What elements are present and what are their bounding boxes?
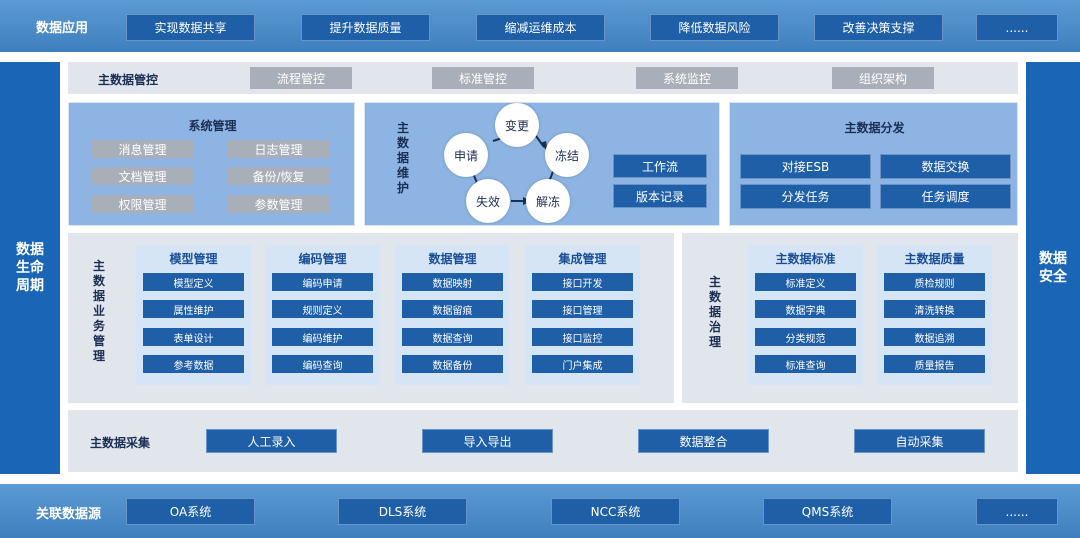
- governance-item[interactable]: 分类规范: [755, 328, 856, 346]
- governance-item[interactable]: 数据追溯: [884, 328, 985, 346]
- source-item-3[interactable]: NCC系统: [551, 498, 680, 525]
- collection-item-4[interactable]: 自动采集: [854, 429, 985, 453]
- system-item-4[interactable]: 备份/恢复: [227, 167, 330, 185]
- business-item[interactable]: 门户集成: [532, 355, 633, 373]
- business-title: 主数据业务管理: [92, 259, 105, 363]
- business-item[interactable]: 编码查询: [272, 355, 373, 373]
- distribution-title: 主数据分发: [844, 121, 905, 135]
- collection-item-3[interactable]: 数据整合: [638, 429, 769, 453]
- governance-item[interactable]: 标准查询: [755, 355, 856, 373]
- maintenance-title: 主数据维护: [396, 121, 409, 195]
- control-item-1[interactable]: 流程管控: [250, 67, 352, 89]
- business-col-code: 编码管理 编码申请 规则定义 编码维护 编码查询: [265, 245, 380, 385]
- system-mgmt-title: 系统管理: [188, 119, 237, 133]
- governance-item[interactable]: 标准定义: [755, 273, 856, 291]
- system-item-6[interactable]: 参数管理: [227, 195, 330, 213]
- governance-col-quality: 主数据质量 质检规则 清洗转换 数据追溯 质量报告: [877, 245, 992, 385]
- control-item-3[interactable]: 系统监控: [636, 67, 738, 89]
- maintenance-panel: 主数据维护 变更 冻结 解冻 失效 申请 工作流 版本记录: [364, 102, 720, 226]
- lifecycle-sidebar: 数据生命周期: [0, 62, 60, 474]
- security-sidebar: 数据安全: [1026, 62, 1080, 474]
- source-item-2[interactable]: DLS系统: [338, 498, 467, 525]
- distribution-panel: 主数据分发 对接ESB 数据交换 分发任务 任务调度: [729, 102, 1018, 226]
- system-item-2[interactable]: 日志管理: [227, 140, 330, 158]
- control-row: 主数据管控 流程管控 标准管控 系统监控 组织架构: [68, 62, 1018, 94]
- governance-col-title: 主数据质量: [904, 252, 965, 266]
- app-item-4[interactable]: 降低数据风险: [650, 14, 779, 41]
- distribution-item-3[interactable]: 分发任务: [740, 184, 871, 209]
- system-item-1[interactable]: 消息管理: [91, 140, 194, 158]
- business-item[interactable]: 编码申请: [272, 273, 373, 291]
- collection-title: 主数据采集: [90, 436, 151, 450]
- business-item[interactable]: 接口开发: [532, 273, 633, 291]
- business-col-model: 模型管理 模型定义 属性维护 表单设计 参考数据: [136, 245, 251, 385]
- system-item-3[interactable]: 文档管理: [91, 167, 194, 185]
- governance-col-title: 主数据标准: [775, 252, 836, 266]
- system-mgmt-panel: 系统管理 消息管理 日志管理 文档管理 备份/恢复 权限管理 参数管理: [68, 102, 355, 226]
- cycle-change: 变更: [495, 103, 539, 147]
- app-item-more[interactable]: ......: [976, 14, 1058, 41]
- governance-item[interactable]: 质检规则: [884, 273, 985, 291]
- business-item[interactable]: 接口管理: [532, 300, 633, 318]
- system-item-5[interactable]: 权限管理: [91, 195, 194, 213]
- governance-item[interactable]: 数据字典: [755, 300, 856, 318]
- cycle-apply: 申请: [444, 133, 488, 177]
- business-item[interactable]: 数据留痕: [402, 300, 503, 318]
- version-record-button[interactable]: 版本记录: [613, 184, 707, 208]
- app-item-2[interactable]: 提升数据质量: [301, 14, 430, 41]
- sources-band: 关联数据源 OA系统 DLS系统 NCC系统 QMS系统 ......: [0, 484, 1080, 538]
- business-panel: 主数据业务管理 模型管理 模型定义 属性维护 表单设计 参考数据 编码管理 编码…: [68, 233, 674, 403]
- sources-title: 关联数据源: [36, 507, 102, 522]
- source-item-1[interactable]: OA系统: [126, 498, 255, 525]
- security-label: 数据安全: [1039, 251, 1067, 285]
- distribution-item-1[interactable]: 对接ESB: [740, 154, 871, 179]
- business-col-integration: 集成管理 接口开发 接口管理 接口监控 门户集成: [525, 245, 640, 385]
- governance-item[interactable]: 清洗转换: [884, 300, 985, 318]
- business-item[interactable]: 模型定义: [143, 273, 244, 291]
- business-col-title: 编码管理: [298, 252, 347, 266]
- cycle-invalid: 失效: [466, 179, 510, 223]
- distribution-item-2[interactable]: 数据交换: [880, 154, 1011, 179]
- collection-item-2[interactable]: 导入导出: [422, 429, 553, 453]
- business-item[interactable]: 属性维护: [143, 300, 244, 318]
- business-item[interactable]: 接口监控: [532, 328, 633, 346]
- business-col-data: 数据管理 数据映射 数据留痕 数据查询 数据备份: [395, 245, 510, 385]
- business-item[interactable]: 编码维护: [272, 328, 373, 346]
- control-title: 主数据管控: [98, 73, 159, 87]
- lifecycle-label: 数据生命周期: [16, 242, 44, 294]
- app-item-5[interactable]: 改善决策支撑: [814, 14, 943, 41]
- cycle-freeze: 冻结: [545, 133, 589, 177]
- source-item-4[interactable]: QMS系统: [763, 498, 892, 525]
- business-col-title: 数据管理: [428, 252, 477, 266]
- governance-col-standard: 主数据标准 标准定义 数据字典 分类规范 标准查询: [748, 245, 863, 385]
- collection-row: 主数据采集 人工录入 导入导出 数据整合 自动采集: [68, 410, 1018, 472]
- governance-item[interactable]: 质量报告: [884, 355, 985, 373]
- business-col-title: 模型管理: [169, 252, 218, 266]
- cycle-unfreeze: 解冻: [526, 179, 570, 223]
- business-item[interactable]: 参考数据: [143, 355, 244, 373]
- business-col-title: 集成管理: [558, 252, 607, 266]
- app-item-1[interactable]: 实现数据共享: [126, 14, 255, 41]
- governance-title: 主数据治理: [708, 275, 721, 349]
- workflow-button[interactable]: 工作流: [613, 154, 707, 178]
- control-item-4[interactable]: 组织架构: [832, 67, 934, 89]
- business-item[interactable]: 表单设计: [143, 328, 244, 346]
- business-item[interactable]: 数据查询: [402, 328, 503, 346]
- business-item[interactable]: 规则定义: [272, 300, 373, 318]
- app-layer-title: 数据应用: [36, 21, 89, 36]
- source-item-more[interactable]: ......: [976, 498, 1058, 525]
- governance-panel: 主数据治理 主数据标准 标准定义 数据字典 分类规范 标准查询 主数据质量 质检…: [682, 233, 1018, 403]
- business-item[interactable]: 数据映射: [402, 273, 503, 291]
- app-layer-band: 数据应用 实现数据共享 提升数据质量 缩减运维成本 降低数据风险 改善决策支撑 …: [0, 0, 1080, 52]
- control-item-2[interactable]: 标准管控: [432, 67, 534, 89]
- app-item-3[interactable]: 缩减运维成本: [476, 14, 605, 41]
- collection-item-1[interactable]: 人工录入: [206, 429, 337, 453]
- distribution-item-4[interactable]: 任务调度: [880, 184, 1011, 209]
- business-item[interactable]: 数据备份: [402, 355, 503, 373]
